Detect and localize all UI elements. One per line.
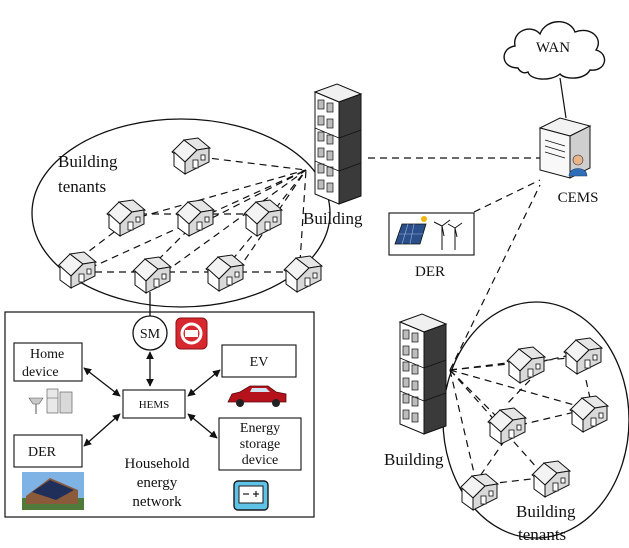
house-icon: [283, 255, 323, 293]
ev-label: EV: [250, 355, 269, 370]
building-icon: [314, 83, 362, 205]
solar-panel-icon: [394, 216, 427, 245]
household-label-line2: energy: [137, 475, 178, 491]
house-icon: [57, 251, 97, 289]
sm-label: SM: [140, 327, 161, 342]
building-label-bottom: Building: [384, 450, 444, 469]
storage-label-line3: device: [242, 453, 279, 468]
battery-icon: [233, 480, 269, 511]
hems-label: HEMS: [139, 399, 170, 411]
house-icon: [569, 395, 609, 433]
wan-link: [559, 77, 567, 119]
der-household-label: DER: [28, 445, 57, 460]
ev-box: [221, 344, 297, 378]
server-icon: [538, 117, 592, 179]
storage-label-line1: Energy: [240, 421, 280, 436]
tenants-label-top-line1: Building: [58, 152, 118, 171]
car-icon: [227, 385, 287, 407]
lamp-icon: [28, 397, 44, 414]
wan-label: WAN: [536, 40, 570, 56]
building-icon: [399, 313, 447, 435]
house-icon: [106, 199, 146, 237]
tenants-ellipse-top: [31, 118, 331, 308]
smart-meter-icon: [132, 315, 168, 351]
household-box: [4, 311, 315, 518]
solar-house-photo: [22, 472, 84, 510]
der-label-top: DER: [415, 264, 445, 280]
house-icon: [175, 199, 215, 237]
cems-label: CEMS: [558, 190, 599, 206]
household-label-line3: network: [132, 494, 182, 510]
meter-device-icon: [175, 317, 208, 350]
storage-box: [218, 417, 302, 471]
storage-label-line2: storage: [240, 437, 280, 452]
home-device-label-line1: Home: [30, 347, 64, 362]
house-icon: [531, 460, 571, 498]
house-icon: [132, 256, 172, 294]
tenants-label-bottom-line1: Building: [516, 502, 576, 521]
user-icon: [568, 154, 588, 177]
house-icon: [243, 199, 283, 237]
house-icon: [171, 137, 211, 175]
backbone-links: [368, 157, 541, 371]
tenants-label-top-line2: tenants: [58, 177, 106, 196]
house-icon: [459, 473, 499, 511]
household-label-line1: Household: [125, 456, 190, 472]
home-device-label-line2: device: [22, 365, 59, 380]
house-icon: [563, 337, 603, 375]
tenants-label-bottom-line2: tenants: [518, 525, 566, 544]
building-label-top: Building: [303, 209, 363, 228]
home-device-box: [13, 342, 83, 382]
cloud-icon: [503, 21, 606, 80]
hems-box: [122, 389, 186, 419]
house-icon: [205, 254, 245, 292]
house-icon: [506, 346, 546, 384]
wind-turbine-icon: [433, 219, 463, 250]
refrigerator-icon: [46, 388, 73, 414]
hems-arrows: [83, 351, 221, 447]
der-household-box: [13, 434, 83, 468]
